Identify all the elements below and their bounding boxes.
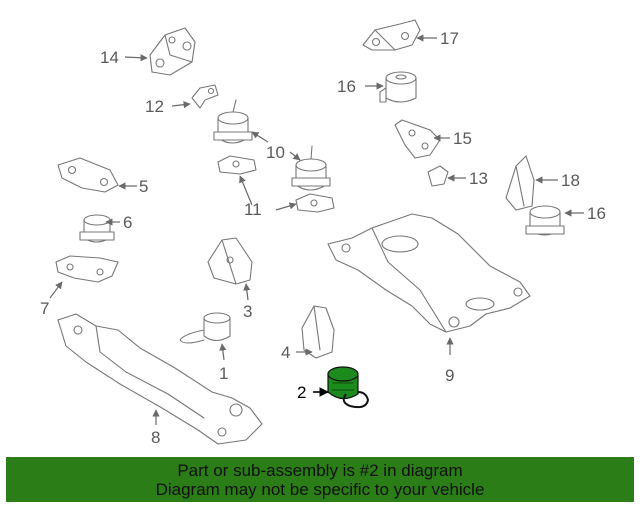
part-10-mount-right (291, 145, 331, 191)
part-8-crossmember (57, 313, 263, 445)
banner-line-disclaimer: Diagram may not be specific to your vehi… (155, 479, 485, 499)
part-17-bracket (362, 19, 421, 51)
part-4-bracket (301, 305, 335, 359)
part-11-plate-right (295, 193, 335, 213)
part-6-mount (79, 214, 115, 243)
part-16-mount-upper (379, 71, 417, 103)
callout-7: 7 (40, 299, 49, 318)
part-9-subframe (327, 213, 531, 333)
part-12-bracket (191, 84, 219, 109)
part-2-mount-highlighted[interactable] (327, 366, 370, 409)
part-18-bracket (505, 155, 535, 211)
callout-11: 11 (244, 200, 262, 219)
part-10-mount-left (213, 99, 253, 144)
part-13-bracket (427, 165, 449, 187)
part-7-bracket (55, 255, 119, 283)
part-3-bracket (207, 237, 253, 285)
callout-6: 6 (123, 213, 132, 232)
callout-9: 9 (445, 366, 454, 385)
info-banner: Part or sub-assembly is #2 in diagram Di… (6, 457, 634, 502)
part-16-mount-lower (525, 205, 565, 236)
callout-13: 13 (469, 169, 488, 188)
part-15-bracket (394, 119, 441, 159)
callout-10: 10 (266, 143, 285, 162)
callout-16-lower: 16 (587, 204, 606, 223)
banner-line-part-info: Part or sub-assembly is #2 in diagram (177, 460, 463, 480)
callout-17: 17 (440, 29, 459, 48)
callout-2: 2 (297, 383, 306, 402)
part-1-mount (179, 312, 231, 344)
part-5-bracket (57, 157, 119, 193)
callout-4: 4 (281, 343, 290, 362)
callout-16-upper: 16 (337, 77, 356, 96)
callout-8: 8 (151, 428, 160, 447)
callout-5: 5 (139, 177, 148, 196)
callout-12: 12 (145, 97, 164, 116)
callout-3: 3 (243, 302, 252, 321)
part-11-plate-left (217, 155, 257, 175)
part-14-bracket (149, 27, 196, 76)
callout-1: 1 (219, 364, 228, 383)
callout-15: 15 (453, 129, 472, 148)
parts-diagram: 14 17 16 12 10 (40, 19, 606, 447)
callout-14: 14 (100, 48, 119, 67)
callout-18: 18 (561, 171, 580, 190)
